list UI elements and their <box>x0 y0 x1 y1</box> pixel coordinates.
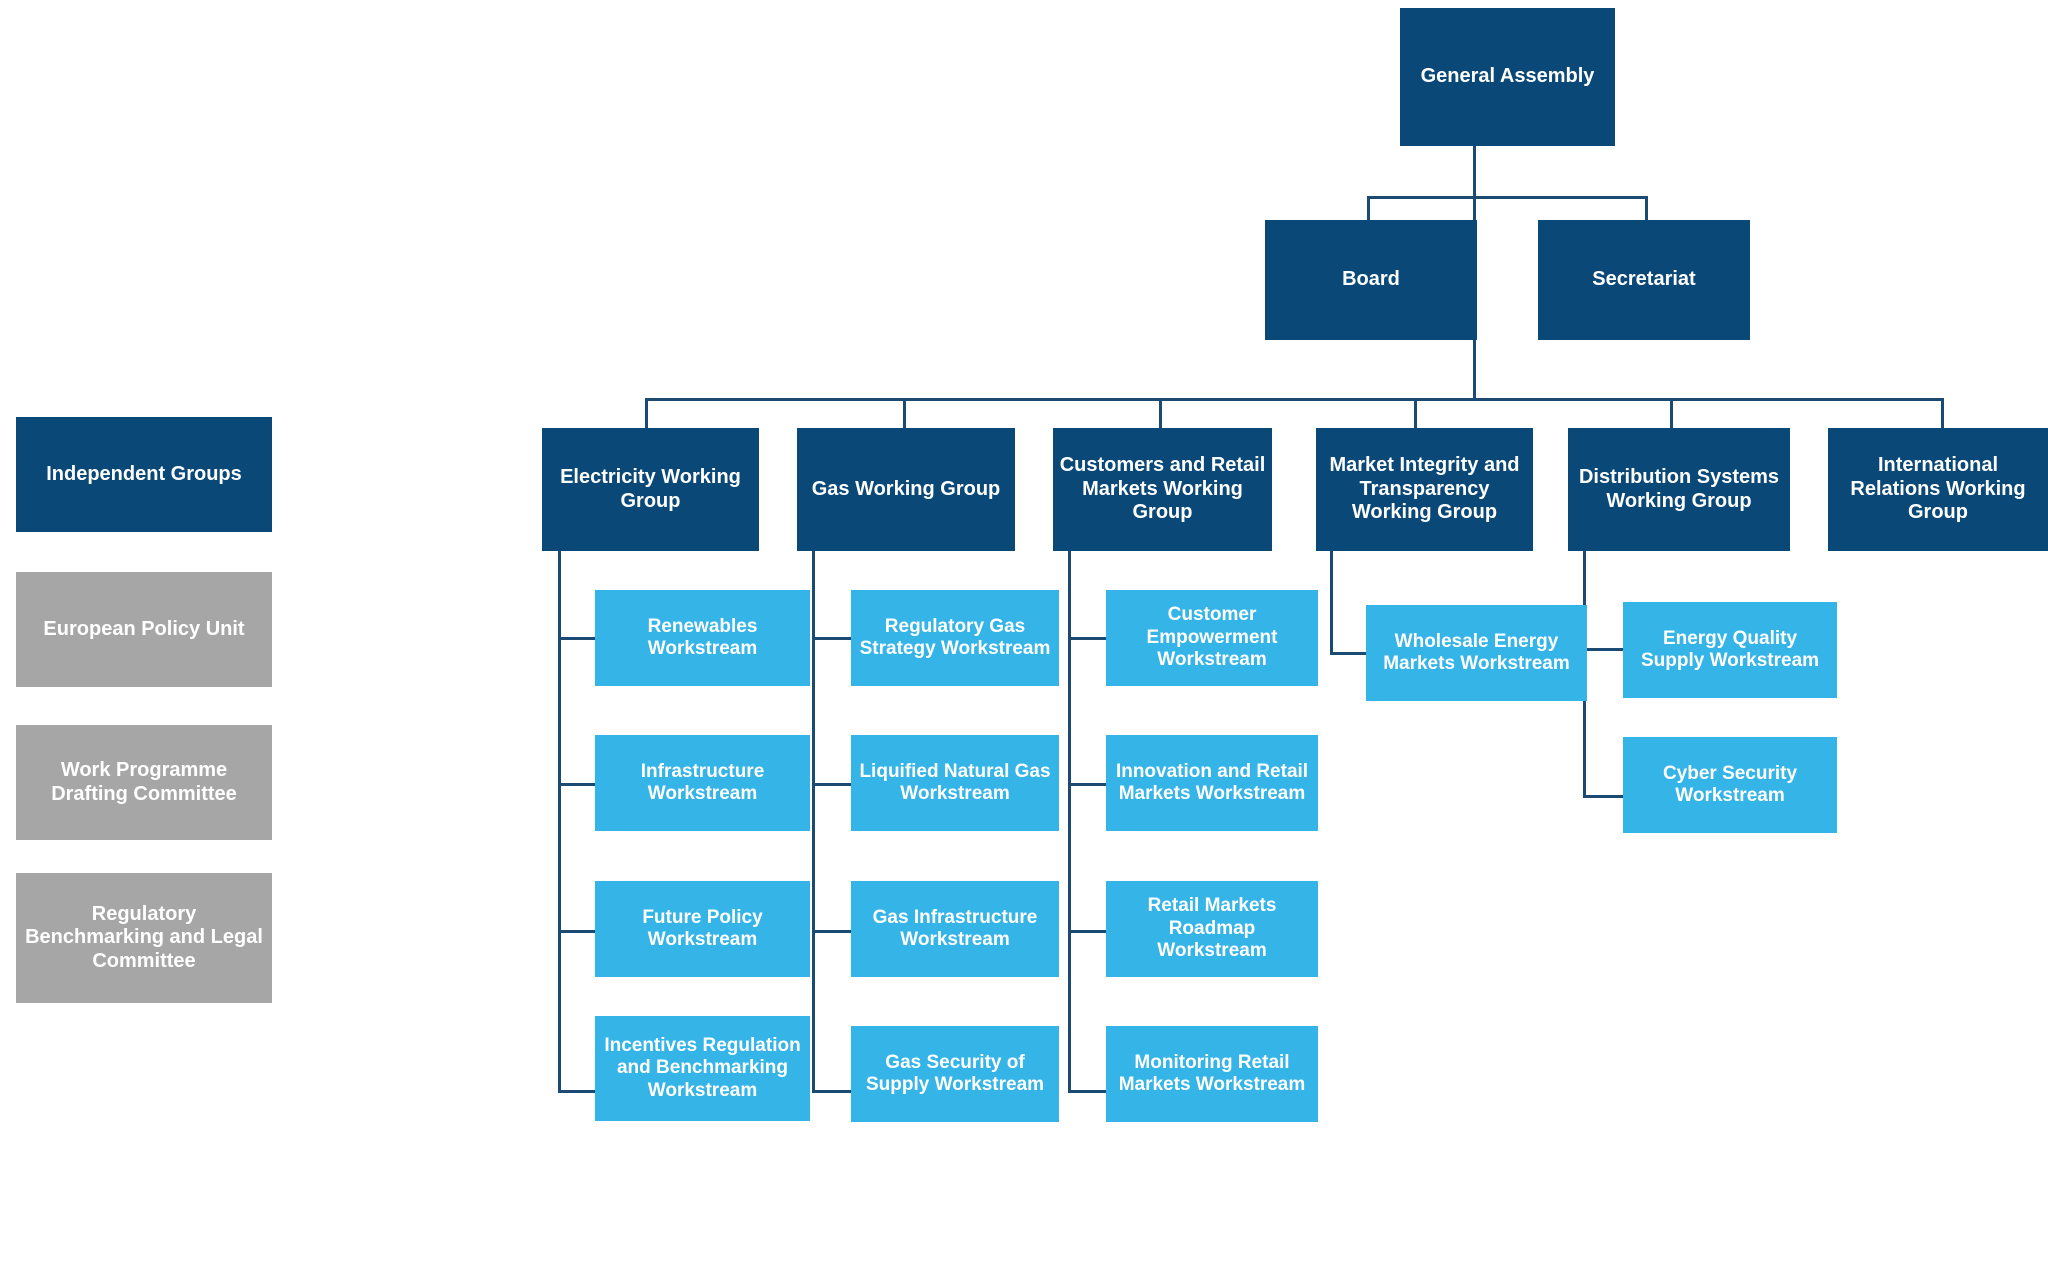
node-working-group-electricity[interactable]: Electricity Working Group <box>542 428 759 551</box>
connector-executive-bus <box>1367 196 1648 199</box>
node-workstream-gas-security-of-supply[interactable]: Gas Security of Supply Workstream <box>851 1026 1059 1122</box>
connector-stub-customers-2 <box>1068 930 1106 933</box>
node-workstream-cyber-security[interactable]: Cyber Security Workstream <box>1623 737 1837 833</box>
node-workstream-liquified-natural-gas[interactable]: Liquified Natural Gas Workstream <box>851 735 1059 831</box>
connector-working-groups-bus <box>645 398 1944 401</box>
node-label: European Policy Unit <box>43 617 245 640</box>
node-label: Market Integrity and Transparency Workin… <box>1329 454 1520 524</box>
node-label: Wholesale Energy Markets Workstream <box>1383 630 1570 674</box>
node-secretariat[interactable]: Secretariat <box>1538 220 1750 340</box>
node-label: Distribution Systems Working Group <box>1578 465 1780 512</box>
connector-board-drop <box>1367 196 1370 222</box>
connector-wg-drop-2 <box>1159 398 1162 428</box>
connector-stub-distribution-1 <box>1583 795 1623 798</box>
connector-stub-electricity-1 <box>558 783 595 786</box>
connector-stub-gas-3 <box>812 1090 851 1093</box>
node-label: Renewables Workstream <box>647 615 758 659</box>
node-label: Gas Working Group <box>811 477 1001 500</box>
node-label: International Relations Working Group <box>1850 454 2026 524</box>
node-working-group-market-integrity-transparency[interactable]: Market Integrity and Transparency Workin… <box>1316 428 1533 551</box>
node-workstream-future-policy[interactable]: Future Policy Workstream <box>595 881 810 977</box>
node-board[interactable]: Board <box>1265 220 1477 340</box>
connector-wg-drop-0 <box>645 398 648 428</box>
node-label: Gas Infrastructure Workstream <box>872 906 1038 950</box>
connector-stub-electricity-2 <box>558 930 595 933</box>
connector-spine-market-integrity <box>1330 548 1333 655</box>
node-label: Cyber Security Workstream <box>1662 762 1798 806</box>
connector-stub-customers-1 <box>1068 783 1106 786</box>
node-label: Gas Security of Supply Workstream <box>865 1051 1045 1095</box>
node-working-group-customers-retail-markets[interactable]: Customers and Retail Markets Working Gro… <box>1053 428 1272 551</box>
node-european-policy-unit[interactable]: European Policy Unit <box>16 572 272 687</box>
connector-stub-customers-0 <box>1068 637 1106 640</box>
node-label: Regulatory Benchmarking and Legal Commit… <box>25 902 263 972</box>
node-working-group-distribution-systems[interactable]: Distribution Systems Working Group <box>1568 428 1790 551</box>
connector-stub-electricity-0 <box>558 637 595 640</box>
connector-spine-gas <box>812 548 815 1093</box>
connector-wg-drop-3 <box>1414 398 1417 428</box>
node-label: Infrastructure Workstream <box>640 760 765 804</box>
connector-wg-drop-4 <box>1670 398 1673 428</box>
node-workstream-innovation-retail-markets[interactable]: Innovation and Retail Markets Workstream <box>1106 735 1318 831</box>
connector-spine-electricity <box>558 548 561 1093</box>
node-label: Incentives Regulation and Benchmarking W… <box>604 1034 801 1101</box>
node-label: Electricity Working Group <box>560 465 741 512</box>
node-label: Independent Groups <box>46 462 242 485</box>
connector-stub-customers-3 <box>1068 1090 1106 1093</box>
node-regulatory-benchmarking-legal-committee[interactable]: Regulatory Benchmarking and Legal Commit… <box>16 873 272 1003</box>
node-workstream-wholesale-energy-markets[interactable]: Wholesale Energy Markets Workstream <box>1366 605 1587 701</box>
node-label: Liquified Natural Gas Workstream <box>859 760 1051 804</box>
connector-stub-gas-1 <box>812 783 851 786</box>
connector-spine-customers <box>1068 548 1071 1093</box>
node-label: Regulatory Gas Strategy Workstream <box>859 615 1051 659</box>
node-label: Customer Empowerment Workstream <box>1146 604 1278 671</box>
node-workstream-incentives-regulation-benchmarking[interactable]: Incentives Regulation and Benchmarking W… <box>595 1016 810 1121</box>
node-independent-groups-header: Independent Groups <box>16 417 272 532</box>
node-label: Customers and Retail Markets Working Gro… <box>1059 454 1266 524</box>
node-label: Secretariat <box>1592 268 1696 291</box>
node-workstream-monitoring-retail-markets[interactable]: Monitoring Retail Markets Workstream <box>1106 1026 1318 1122</box>
node-label: Work Programme Drafting Committee <box>51 758 237 805</box>
node-workstream-renewables[interactable]: Renewables Workstream <box>595 590 810 686</box>
node-label: Monitoring Retail Markets Workstream <box>1118 1051 1306 1095</box>
node-label: Future Policy Workstream <box>642 906 763 950</box>
node-workstream-customer-empowerment[interactable]: Customer Empowerment Workstream <box>1106 590 1318 686</box>
node-general-assembly[interactable]: General Assembly <box>1400 8 1615 146</box>
node-workstream-energy-quality-supply[interactable]: Energy Quality Supply Workstream <box>1623 602 1837 698</box>
node-label: Innovation and Retail Markets Workstream <box>1115 760 1309 804</box>
connector-wg-drop-1 <box>903 398 906 428</box>
connector-stub-gas-0 <box>812 637 851 640</box>
node-workstream-regulatory-gas-strategy[interactable]: Regulatory Gas Strategy Workstream <box>851 590 1059 686</box>
node-label: Energy Quality Supply Workstream <box>1640 627 1820 671</box>
node-label: Board <box>1342 268 1400 291</box>
node-working-group-gas[interactable]: Gas Working Group <box>797 428 1015 551</box>
node-working-group-international-relations[interactable]: International Relations Working Group <box>1828 428 2048 551</box>
node-label: General Assembly <box>1420 65 1595 88</box>
connector-secretariat-drop <box>1645 196 1648 222</box>
connector-stub-distribution-0 <box>1583 648 1623 651</box>
node-label: Retail Markets Roadmap Workstream <box>1147 895 1277 962</box>
node-workstream-gas-infrastructure[interactable]: Gas Infrastructure Workstream <box>851 881 1059 977</box>
node-work-programme-drafting-committee[interactable]: Work Programme Drafting Committee <box>16 725 272 840</box>
node-workstream-infrastructure[interactable]: Infrastructure Workstream <box>595 735 810 831</box>
node-workstream-retail-markets-roadmap[interactable]: Retail Markets Roadmap Workstream <box>1106 881 1318 977</box>
connector-stub-gas-2 <box>812 930 851 933</box>
connector-wg-drop-5 <box>1941 398 1944 428</box>
connector-stub-electricity-3 <box>558 1090 595 1093</box>
connector-stub-market-integrity-0 <box>1330 652 1366 655</box>
